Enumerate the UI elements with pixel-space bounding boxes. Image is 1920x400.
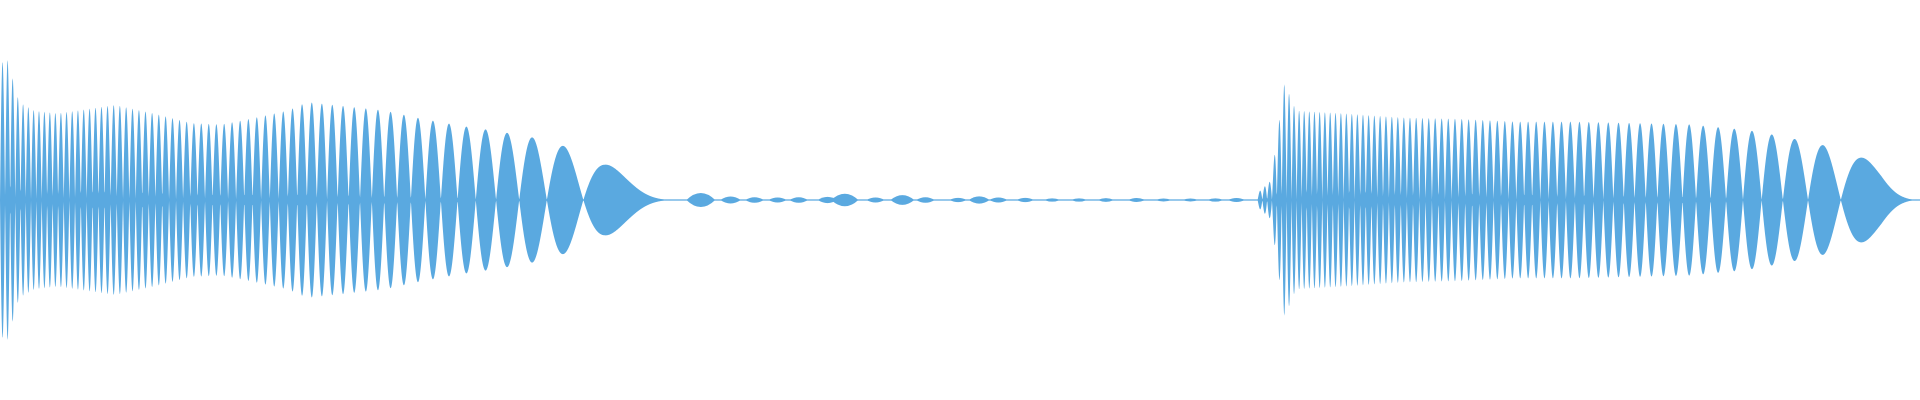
waveform-segment-2 (1257, 84, 1920, 316)
waveform-blip (989, 197, 1008, 203)
waveform-blip (817, 196, 838, 204)
waveform-blip (1128, 198, 1145, 202)
waveform-blip (831, 193, 859, 207)
waveform-blip (1071, 198, 1088, 202)
waveform-blip (1155, 198, 1172, 202)
waveform-blip (1097, 198, 1115, 202)
waveform-blip (686, 193, 716, 207)
waveform-blip (1044, 198, 1061, 202)
waveform-blip (1207, 198, 1224, 202)
waveform-blip (890, 195, 915, 205)
waveform-blip (1182, 198, 1199, 202)
waveform-blip (789, 197, 809, 203)
waveform-blip (1228, 198, 1245, 202)
waveform-blip (968, 196, 990, 204)
waveform-blip (866, 197, 885, 203)
waveform-blip (768, 197, 787, 203)
waveform-blip (916, 197, 935, 203)
waveform-segment-1 (0, 60, 677, 340)
waveform-blip (745, 197, 764, 203)
waveform-blip (1016, 197, 1034, 203)
waveform-shapes (0, 60, 1920, 340)
waveform-blip (949, 197, 967, 203)
waveform-blip (720, 196, 741, 204)
